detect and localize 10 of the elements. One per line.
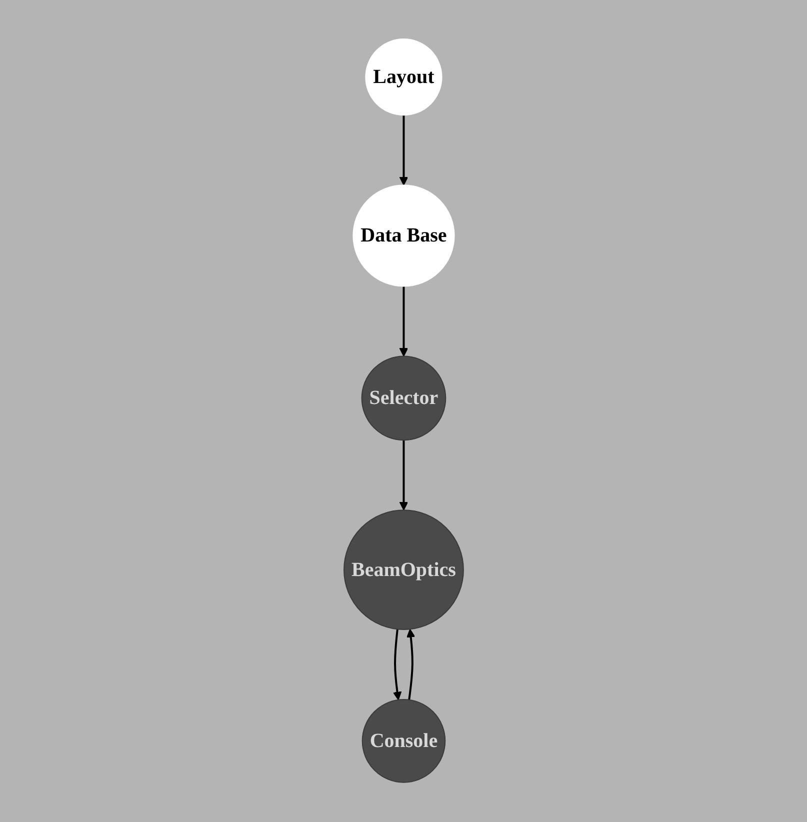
node-circle: BeamOptics <box>343 510 464 630</box>
node-circle: Layout <box>364 38 442 116</box>
node-circle: Console <box>362 699 446 784</box>
arrow <box>399 440 408 511</box>
arrow <box>406 629 415 700</box>
arrow <box>392 629 402 701</box>
arrow <box>399 286 408 357</box>
node-circle: Data Base <box>352 184 455 288</box>
arrow <box>399 115 408 186</box>
node-circle: Selector <box>361 356 446 441</box>
